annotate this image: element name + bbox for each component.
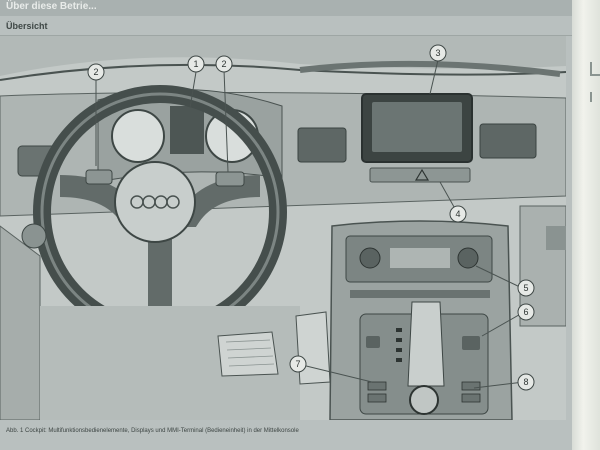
- driver-info-display: [170, 106, 204, 154]
- callout-7: 7: [289, 355, 307, 373]
- callout-number: 4: [455, 209, 460, 219]
- brake-pedal: [217, 331, 279, 377]
- running-header: Über diese Betrie...: [0, 0, 572, 16]
- audi-rings-logo: [130, 195, 180, 209]
- console-button-right: [462, 336, 480, 350]
- right-multifunction-buttons: [215, 171, 245, 187]
- mmi-function-buttons: [367, 381, 481, 403]
- console-trim: [350, 290, 490, 298]
- gear-positions: [396, 328, 402, 362]
- callout-number: 3: [435, 48, 440, 58]
- mmi-screen: [372, 102, 462, 152]
- callout-number: 1: [193, 59, 198, 69]
- callout-number: 2: [221, 59, 226, 69]
- callout-6: 6: [517, 303, 535, 321]
- dash-defroster-strip: [299, 60, 561, 77]
- callout-8: 8: [517, 373, 535, 391]
- figure-caption: Abb. 1 Cockpit: Multifunktionsbedienelem…: [6, 428, 299, 434]
- callout-number: 2: [93, 67, 98, 77]
- hazard-triangle-icon: [414, 168, 430, 181]
- brake-pedal-texture: [225, 339, 275, 367]
- hazard-switch-strip: [369, 167, 471, 183]
- callout-number: 7: [295, 359, 300, 369]
- adjacent-page-text-fragment: [590, 92, 598, 102]
- center-vent-left: [297, 127, 347, 163]
- center-vent-right: [479, 123, 537, 159]
- callout-5: 5: [517, 279, 535, 297]
- callout-4: 4: [449, 205, 467, 223]
- speedometer: [111, 109, 165, 163]
- adjacent-page-text-fragment: [590, 62, 600, 76]
- callout-layer: 1 2 2 3 4 5 6: [87, 44, 535, 391]
- left-multifunction-buttons: [85, 169, 113, 185]
- callout-3: 3: [429, 44, 447, 62]
- climate-knob-right: [457, 247, 479, 269]
- callout-number: 6: [523, 307, 528, 317]
- callout-number: 8: [523, 377, 528, 387]
- callout-2-right: 2: [215, 55, 233, 73]
- climate-display: [390, 248, 450, 268]
- climate-knob-left: [359, 247, 381, 269]
- section-heading: Übersicht: [0, 16, 572, 36]
- passenger-vent: [546, 226, 566, 250]
- console-button: [366, 336, 380, 348]
- callout-leader-lines: [95, 59, 525, 389]
- mmi-rotary-knob: [409, 385, 439, 415]
- callout-1: 1: [187, 55, 205, 73]
- callout-number: 5: [523, 283, 528, 293]
- gear-selector-lever: [407, 301, 445, 387]
- manual-page: Über diese Betrie... Übersicht: [0, 0, 572, 450]
- light-switch: [21, 223, 47, 249]
- callout-2-left: 2: [87, 63, 105, 81]
- cockpit-illustration: 1 2 2 3 4 5 6: [0, 36, 566, 420]
- cockpit-line-art: [0, 36, 566, 420]
